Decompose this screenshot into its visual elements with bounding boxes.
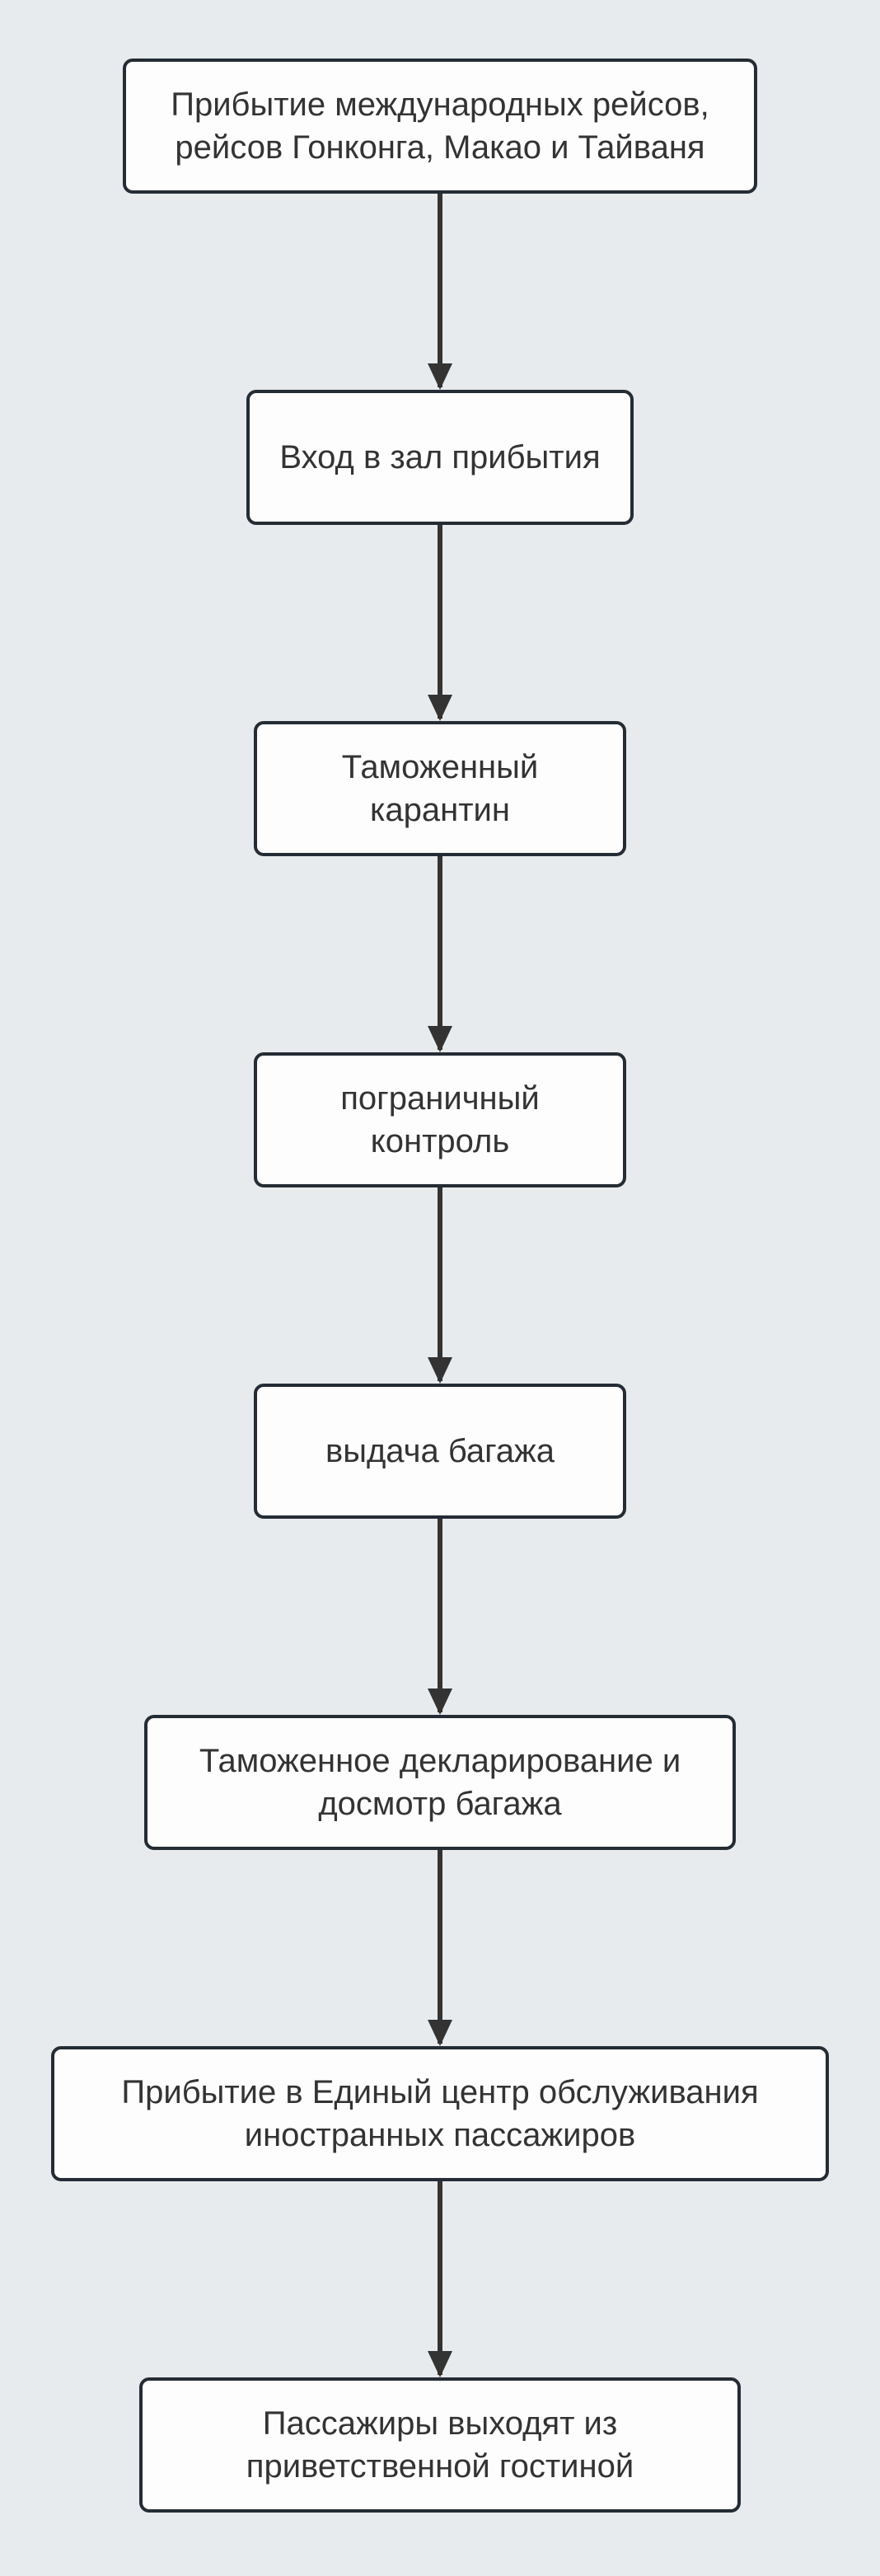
arrow-line — [438, 1519, 442, 1712]
arrow-down-icon — [428, 2351, 452, 2377]
flow-node-welcome-lounge-exit: Пассажиры выходят из приветственной гост… — [139, 2377, 741, 2513]
node-label: Таможенное декларирование и досмотр бага… — [199, 1743, 681, 1822]
flow-edge-3 — [422, 856, 458, 1052]
node-label: пограничный контроль — [340, 1080, 540, 1159]
flow-node-arrival-hall-entry: Вход в зал прибытия — [246, 390, 634, 525]
flow-edge-7 — [422, 2181, 458, 2377]
arrow-down-icon — [428, 1026, 452, 1052]
node-label: Прибытие в Единый центр обслуживания ино… — [121, 2074, 759, 2153]
arrow-down-icon — [428, 2020, 452, 2046]
flow-edge-2 — [422, 525, 458, 721]
node-label: Пассажиры выходят из приветственной гост… — [246, 2405, 634, 2485]
flow-node-customs-quarantine: Таможенный карантин — [254, 721, 626, 856]
node-label: Таможенный карантин — [341, 749, 539, 828]
flow-edge-1 — [422, 194, 458, 390]
arrow-down-icon — [428, 1688, 452, 1715]
arrow-down-icon — [428, 363, 452, 390]
flow-node-foreign-passenger-service-center: Прибытие в Единый центр обслуживания ино… — [51, 2046, 829, 2181]
flow-edge-5 — [422, 1519, 458, 1715]
arrow-down-icon — [428, 695, 452, 721]
node-label: Вход в зал прибытия — [279, 439, 601, 475]
arrow-line — [438, 856, 442, 1050]
node-label: Прибытие международных рейсов, рейсов Го… — [171, 87, 709, 166]
arrow-line — [438, 1187, 442, 1381]
arrow-line — [438, 194, 442, 387]
node-label: выдача багажа — [325, 1433, 555, 1469]
flow-node-customs-declaration-inspection: Таможенное декларирование и досмотр бага… — [144, 1715, 736, 1850]
arrow-line — [438, 2181, 442, 2375]
arrow-line — [438, 525, 442, 719]
flow-node-border-control: пограничный контроль — [254, 1052, 626, 1187]
flow-node-international-arrivals: Прибытие международных рейсов, рейсов Го… — [123, 59, 757, 194]
flow-edge-6 — [422, 1850, 458, 2046]
flow-edge-4 — [422, 1187, 458, 1384]
arrow-down-icon — [428, 1357, 452, 1384]
flow-node-baggage-claim: выдача багажа — [254, 1384, 626, 1519]
arrow-line — [438, 1850, 442, 2044]
